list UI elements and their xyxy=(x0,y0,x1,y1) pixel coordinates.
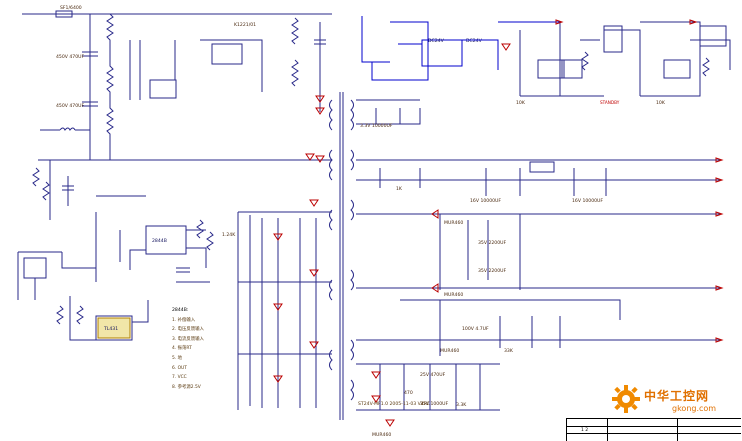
bulk-cap-2-label: 450V 470UF xyxy=(56,103,85,109)
diode-pair xyxy=(315,95,325,115)
inductor-l2 xyxy=(59,127,76,131)
regulator-d2 xyxy=(211,43,243,65)
bulk-cap-1 xyxy=(82,51,98,57)
cap-d-label: 25V 470UF xyxy=(420,372,446,378)
opto-relay-1 xyxy=(537,59,565,79)
legend-item: 3. 电流反馈输入 xyxy=(172,336,204,342)
gate-drive-blocks xyxy=(237,199,332,410)
cap-b-label: 35V 2200UF xyxy=(478,268,507,274)
watermark-name: 中华工控网 xyxy=(644,389,710,403)
cap-c-label: 100V 4.7UF xyxy=(462,326,489,332)
res-10k-label: 10K xyxy=(516,100,526,106)
transformer-core xyxy=(339,92,344,420)
fuse-label: SF1/6400 xyxy=(60,5,82,11)
res-10k-2-label: 10K xyxy=(656,100,666,106)
relay-coil-k1 xyxy=(421,39,463,67)
output-rails: 16V 10000UF 16V 10000UF 3.3V 10000UF 35V… xyxy=(305,99,720,438)
relay-coil-2-label: DC24V xyxy=(466,38,483,44)
legend-item: 2. 电压反馈输入 xyxy=(172,327,204,333)
startup-section: K1221/01 xyxy=(129,17,326,115)
opto-u4 xyxy=(149,79,177,99)
cap-e-label: 35V 1000UF xyxy=(420,401,449,407)
legend-item: 6. OUT xyxy=(172,365,187,371)
res-470-label: 470 xyxy=(404,390,413,396)
pwm-controller: 2844B 1.24K xyxy=(32,167,236,283)
mur-1-label: MUR460 xyxy=(444,220,463,226)
sheet-number: 1 2 xyxy=(581,428,589,433)
legend-item: 7. VCC xyxy=(172,375,187,381)
opto-u17 xyxy=(23,257,47,279)
legend-item: 4. 振荡RT xyxy=(172,346,192,352)
res-3k3-label: 3.3K xyxy=(456,402,467,408)
regulator-u5 xyxy=(529,161,555,173)
tl431-box xyxy=(95,315,133,341)
relay-k1-label: K1221/01 xyxy=(234,22,256,28)
input-section: SF1/6400 450V 470UF 450V 470UF xyxy=(22,5,332,220)
bulk-cap-2 xyxy=(82,101,98,107)
tl431-label: TL431 xyxy=(103,326,118,332)
relay-block: DC24V DC24V STANDBY 10K 10K xyxy=(361,16,731,106)
legend-item: 1. 补偿输入 xyxy=(172,317,196,323)
standby-label: STANDBY xyxy=(600,100,620,105)
ic-2844b-label: 2844B xyxy=(152,238,167,244)
document-id: ST24V-MF1.0 2005-11-03 V4RC xyxy=(358,402,430,407)
watermark: 中华工控网 gkong.com xyxy=(610,383,740,423)
legend-item: 5. 地 xyxy=(172,355,182,361)
res-1k-label: 1K xyxy=(396,186,403,192)
ic-2844b xyxy=(145,225,187,255)
relay-coil-1-label: DC24V xyxy=(428,38,445,44)
ic-2844b-pin-legend: 2844B: 1. 补偿输入 2. 电压反馈输入 3. 电流反馈输入 4. 振荡… xyxy=(172,306,262,392)
res-33k-label: 33K xyxy=(504,348,514,354)
gear-icon xyxy=(612,385,640,413)
rail-3-label: 3.3V 10000UF xyxy=(360,123,393,129)
mur-4-label: MUR460 xyxy=(372,432,391,438)
title-block: 1 2 xyxy=(566,418,741,441)
bleeder-resistor-string xyxy=(106,13,114,160)
feedback-section: TL431 xyxy=(17,251,149,341)
transformer xyxy=(329,92,354,420)
bulk-cap-1-label: 450V 470UF xyxy=(56,54,85,60)
output-terminals xyxy=(555,19,724,343)
res-1k24-label: 1.24K xyxy=(222,232,236,238)
legend-item: 8. 参考源2.5V xyxy=(172,384,201,390)
legend-title: 2844B: xyxy=(172,308,189,313)
rail-1-label: 16V 10000UF xyxy=(470,198,501,204)
fuse-symbol xyxy=(55,10,73,18)
rail-2-label: 16V 10000UF xyxy=(572,198,603,204)
mur-2-label: MUR460 xyxy=(444,292,463,298)
mur-3-label: MUR460 xyxy=(440,348,459,354)
cap-a-label: 35V 2200UF xyxy=(478,240,507,246)
watermark-url: gkong.com xyxy=(672,404,717,413)
opto-relay-2 xyxy=(663,59,691,79)
